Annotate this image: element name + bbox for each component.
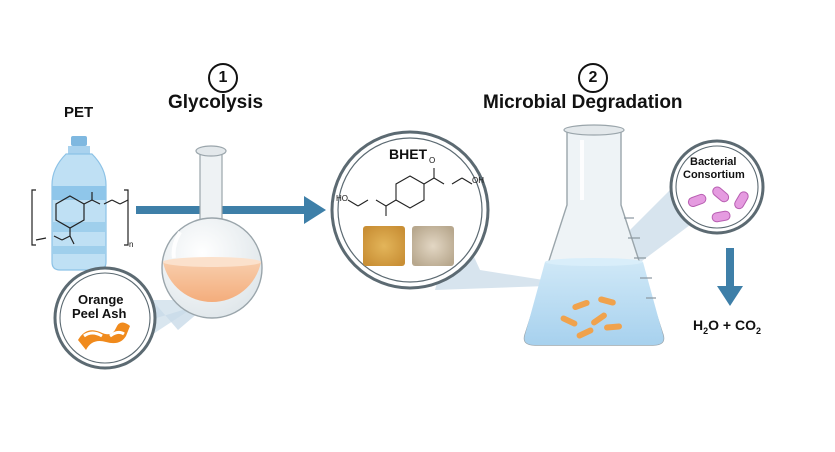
orange-peel-bubble bbox=[53, 266, 157, 370]
molecule-ho-label: HO bbox=[336, 194, 348, 203]
step-1-number: 1 bbox=[208, 63, 238, 93]
bacteria-bubble bbox=[669, 139, 765, 235]
products-h: H bbox=[693, 317, 704, 333]
products-sub-2a: 2 bbox=[703, 325, 709, 336]
step-1-title: Glycolysis bbox=[168, 92, 264, 113]
bacterial-label-line2: Consortium bbox=[683, 169, 745, 181]
products-o-plus-co: O + CO bbox=[708, 317, 756, 333]
molecule-oh-label: OH bbox=[472, 176, 484, 185]
molecule-n-label: n bbox=[129, 240, 134, 249]
products-sub-2b: 2 bbox=[756, 325, 762, 336]
pet-label: PET bbox=[64, 104, 94, 121]
microbe-rods bbox=[560, 296, 622, 339]
step-2-title: Microbial Degradation bbox=[483, 92, 683, 113]
bhet-label: BHET bbox=[389, 146, 428, 162]
pet-structure bbox=[31, 189, 129, 246]
flow-arrow bbox=[136, 196, 326, 224]
orange-peel-label-line2: Peel Ash bbox=[72, 306, 127, 321]
erlenmeyer-flask bbox=[523, 124, 665, 346]
bhet-zoom-cone bbox=[435, 215, 575, 290]
products-label: H2O + CO2 bbox=[693, 317, 761, 336]
molecule-o-label: O bbox=[429, 156, 436, 165]
bhet-structure bbox=[347, 168, 473, 216]
bacterial-label-line1: Bacterial bbox=[690, 156, 737, 168]
output-arrow bbox=[717, 248, 743, 306]
bhet-bubble bbox=[330, 130, 490, 290]
orange-peel-label-line1: Orange bbox=[78, 292, 124, 307]
step-2-number: 2 bbox=[578, 63, 608, 93]
round-bottom-flask bbox=[161, 145, 263, 319]
